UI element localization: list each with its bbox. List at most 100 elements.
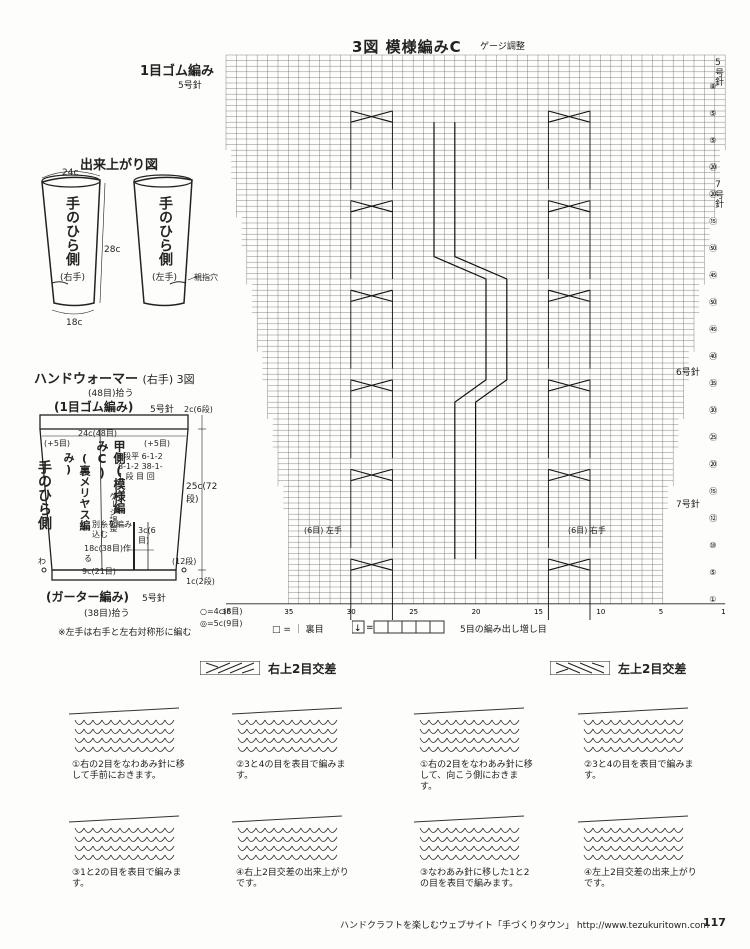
gauge-note: ゲージ調整 [480,42,525,52]
row-number: ⑤ [709,136,716,145]
warmer-cast-top: (48目)拾う [88,389,134,399]
knit-swatch [577,815,689,860]
warmer-dim-4c: ○=4c(8目) [200,607,243,616]
column-number: 30 [347,608,356,616]
left-hand-label: (6目) 左手 [304,526,342,535]
legend-purl: □ = ｜ 裏目 [272,625,324,635]
cross-illustrations [68,707,689,860]
warmer-width-top: 24c(48目) [78,429,117,438]
cross-right-step1: ①右の2目をなわあみ針に移して手前におきます。 [72,760,185,781]
row-number: ㊺ [709,271,717,280]
needle-7-top: 7号針 [713,180,723,208]
warmer-cast-18: 18c(38目)作る [84,544,131,563]
chart-cables [350,110,591,571]
row-number: ㊺ [709,325,717,334]
warmer-plus5-right: (+5目) [144,439,171,448]
row-number: ⑫ [709,514,717,523]
footer-site: ハンドクラフトを楽しむウェブサイト「手づくりタウン」 http://www.te… [340,921,710,931]
knit-swatch [68,815,180,860]
finished-diagram [41,171,199,315]
row-number: ① [709,595,716,604]
row-number: ⑳ [709,190,717,199]
warmer-h-1c: 1c(2段) [186,577,215,586]
warmer-pattern-label: 甲側(模様編みC) [95,440,126,514]
row-number: ⑳ [709,460,717,469]
column-number: 10 [596,608,605,616]
svg-text:↓: ↓ [354,624,362,634]
rib-needle: 5号針 [178,81,202,91]
right-hand-label: (6目) 右手 [568,526,606,535]
left-cross-title: 左上2目交差 [618,662,687,676]
column-number: 15 [534,608,543,616]
knit-swatch [413,707,525,752]
page-number: 117 [703,916,726,929]
needle-7-bottom: 7号針 [676,500,700,510]
right-cross-title: 右上2目交差 [268,662,337,676]
column-number: 20 [472,608,481,616]
row-number: ⑤ [709,109,716,118]
column-number: 1 [721,608,725,616]
right-cross-symbol [199,660,261,679]
warmer-rib-top: (1目ゴム編み) [54,400,134,414]
row-number: ㉕ [709,433,717,442]
needle-5-top: 5号針 [713,58,723,86]
knit-swatch [577,707,689,752]
column-number: 25 [409,608,418,616]
knit-swatch [68,707,180,752]
warmer-cast-9: 9c(21目) [82,567,116,576]
warmer-plus5-left: (+5目) [44,439,71,448]
cross-left-step3: ③なわあみ針に移した1と2の目を表目で編みます。 [420,868,530,889]
cross-right-step3: ③1と2の目を表目で編みます。 [72,868,182,889]
warmer-diagram [39,414,206,581]
warmer-garter: (ガーター編み) [46,590,129,604]
warmer-stockinette-label: (裏メリヤス編み) [62,452,91,531]
warmer-note-left: ※左手は右手と左右対称形に編む [58,628,192,638]
row-number: ㊿ [709,298,717,307]
cross-right-step4: ④右上2目交差の出来上がりです。 [236,868,349,889]
warmer-wa: わ [38,557,46,566]
column-number: 5 [659,608,663,616]
warmer-h-25c: 25c(72段) [186,482,218,505]
figure-number: 3図 [352,38,380,56]
row-number: ⑩ [709,541,716,550]
left-cross-symbol [549,660,611,679]
knit-swatch [413,815,525,860]
row-number: ㊿ [709,244,717,253]
warmer-cast-bottom: (38目)拾う [84,609,130,619]
finished-right-label: (右手) [60,273,86,283]
row-number: ㉚ [709,406,717,415]
row-number: ⑮ [709,487,717,496]
warmer-yarn-note: 別糸を編み込む [92,520,132,539]
warmer-palm-side: 手のひら側 [36,460,52,530]
cross-right-step2: ②3と4の目を表目で編みます。 [236,760,346,781]
warmer-h-12: (12段) [172,557,197,566]
warmer-garter-needle: 5号針 [142,594,166,604]
warmer-title: ハンドウォーマー (右手) 3図 [34,372,195,387]
knit-swatch [231,707,343,752]
warmer-dim-5c: ◎=5c(9目) [200,619,243,628]
cross-left-step1: ①右の2目をなわあみ針に移して、向こう側におきます。 [420,760,533,792]
needle-6: 6号針 [676,368,700,378]
row-number: ㊵ [709,352,717,361]
legend-increase: 5目の編み出し増し目 [460,625,547,635]
cross-left-step4: ④左上2目交差の出来上がりです。 [584,868,697,889]
rib-label: 1目ゴム編み [140,64,215,79]
finished-length: 28c [104,245,121,255]
column-number: 36 [222,608,231,616]
finished-palm-right: 手のひら側 [64,196,80,266]
knit-swatch [231,815,343,860]
warmer-h-2c: 2c(6段) [184,405,213,414]
row-number: ⑮ [709,217,717,226]
warmer-rib-needle: 5号針 [150,405,174,415]
finished-top-width: 24c [62,168,79,178]
chart-title: 3図 模様編みC [352,36,462,57]
finished-left-label: (左手) [152,273,178,283]
row-number: ㉟ [709,379,717,388]
finished-title: 出来上がり図 [80,158,159,173]
pattern-name: 模様編みC [385,38,462,56]
row-number: ⑧ [709,82,716,91]
finished-palm-left: 手のひら側 [157,196,173,266]
warmer-thumb: 3c(6目) [138,526,156,545]
